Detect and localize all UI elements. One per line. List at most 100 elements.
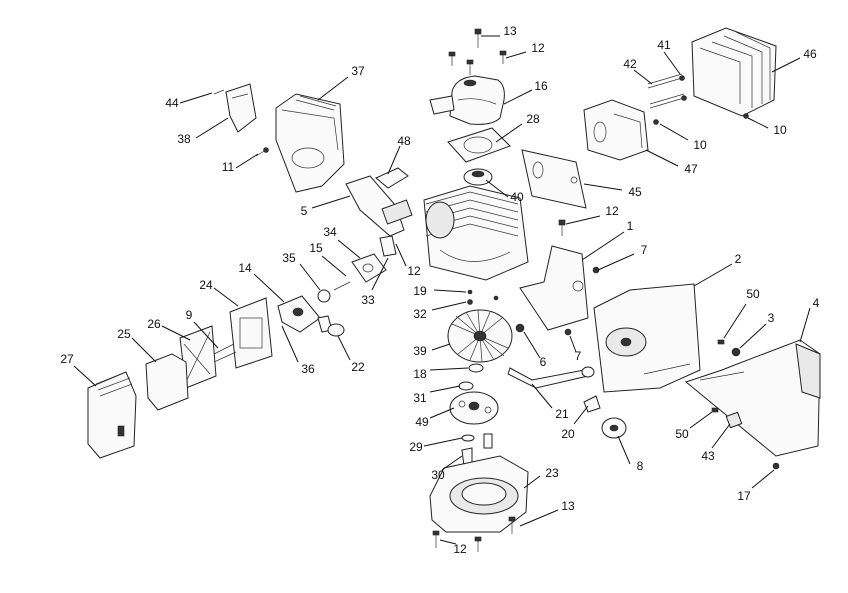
callout-16: 16 [503,79,548,105]
callout-10: 10 [659,123,707,152]
callout-number: 23 [545,466,559,480]
callout-47: 47 [645,149,698,176]
callout-4: 4 [799,296,820,343]
cover-plate-part [213,83,257,133]
callout-number: 35 [282,251,296,265]
callout-number: 12 [453,542,467,556]
callout-1: 1 [581,219,634,261]
callout-29: 29 [409,437,463,454]
stud-part [647,73,687,125]
callout-50: 50 [675,411,713,441]
callout-48: 48 [387,134,411,175]
callout-number: 6 [540,355,547,369]
callout-25: 25 [117,327,157,363]
carburetor-part [277,235,397,333]
callout-number: 42 [623,57,637,71]
callout-15: 15 [309,241,347,277]
callout-19: 19 [413,284,467,298]
screw-part [448,28,507,75]
ignition-coil-part [345,167,413,237]
engine-shroud-part [275,93,345,193]
callout-number: 19 [413,284,427,298]
callout-12: 12 [439,539,467,556]
callout-number: 11 [222,160,235,174]
callout-13: 13 [519,499,575,527]
callout-number: 12 [531,41,545,55]
plug-part [327,323,345,337]
callout-number: 41 [657,38,671,52]
callout-46: 46 [771,47,817,73]
callout-number: 10 [693,138,707,152]
callout-number: 37 [351,64,365,78]
side-cover-part [684,339,821,470]
callout-40: 40 [485,179,524,204]
fan-housing-part [593,283,701,393]
callout-36: 36 [281,325,315,376]
callout-5: 5 [301,195,351,218]
nut-part [463,168,493,186]
callout-number: 14 [238,261,252,275]
flywheel-part [447,289,513,363]
callout-8: 8 [617,435,644,473]
callout-33: 33 [361,257,389,307]
callout-14: 14 [238,261,285,303]
callout-number: 29 [409,440,423,454]
callout-10: 10 [747,117,787,137]
callout-number: 50 [675,427,689,441]
callout-number: 5 [301,204,308,218]
callout-number: 18 [413,367,427,381]
callout-number: 2 [735,252,742,266]
bracket-part [519,219,600,331]
callout-number: 33 [361,293,375,307]
callout-23: 23 [523,466,559,489]
callout-26: 26 [147,317,191,341]
callout-number: 13 [561,499,575,513]
callout-number: 10 [773,123,787,137]
callout-13: 13 [481,24,517,38]
callout-number: 22 [351,360,365,374]
filter-sponge-part [145,353,189,411]
callout-number: 25 [117,327,131,341]
callout-7: 7 [597,243,648,271]
callout-number: 9 [186,308,193,322]
callout-number: 1 [627,219,634,233]
callout-50: 50 [723,287,760,339]
callout-31: 31 [413,385,461,405]
callout-number: 49 [415,415,429,429]
clutch-housing-part [429,455,529,552]
callout-6: 6 [523,331,547,369]
callout-number: 28 [526,112,540,126]
callout-30: 30 [431,455,463,482]
cylinder-cover-part [429,75,505,125]
callout-number: 50 [746,287,760,301]
callout-number: 16 [534,79,548,93]
callout-number: 12 [605,204,619,218]
callout-32: 32 [413,301,467,321]
callout-37: 37 [317,64,365,101]
callout-39: 39 [413,343,451,358]
callout-number: 47 [684,162,698,176]
callout-number: 40 [510,190,524,204]
callout-2: 2 [693,252,742,287]
callout-number: 43 [701,449,715,463]
callout-22: 22 [337,335,365,374]
throttle-rod-part [507,366,627,439]
callout-number: 27 [60,352,74,366]
callout-12: 12 [505,41,545,59]
callout-24: 24 [199,278,239,307]
callout-34: 34 [323,225,361,259]
callout-number: 32 [413,307,427,321]
callout-number: 39 [413,344,427,358]
air-filter-housing-part [229,297,273,369]
callout-42: 42 [623,57,653,85]
callout-12: 12 [565,204,619,225]
engine-block-part [423,185,529,281]
callout-27: 27 [60,352,97,387]
callout-21: 21 [531,383,569,421]
callout-11: 11 [222,153,259,174]
callout-number: 7 [641,243,648,257]
callout-9: 9 [186,308,219,349]
callout-38: 38 [177,117,229,146]
callout-41: 41 [657,38,681,75]
